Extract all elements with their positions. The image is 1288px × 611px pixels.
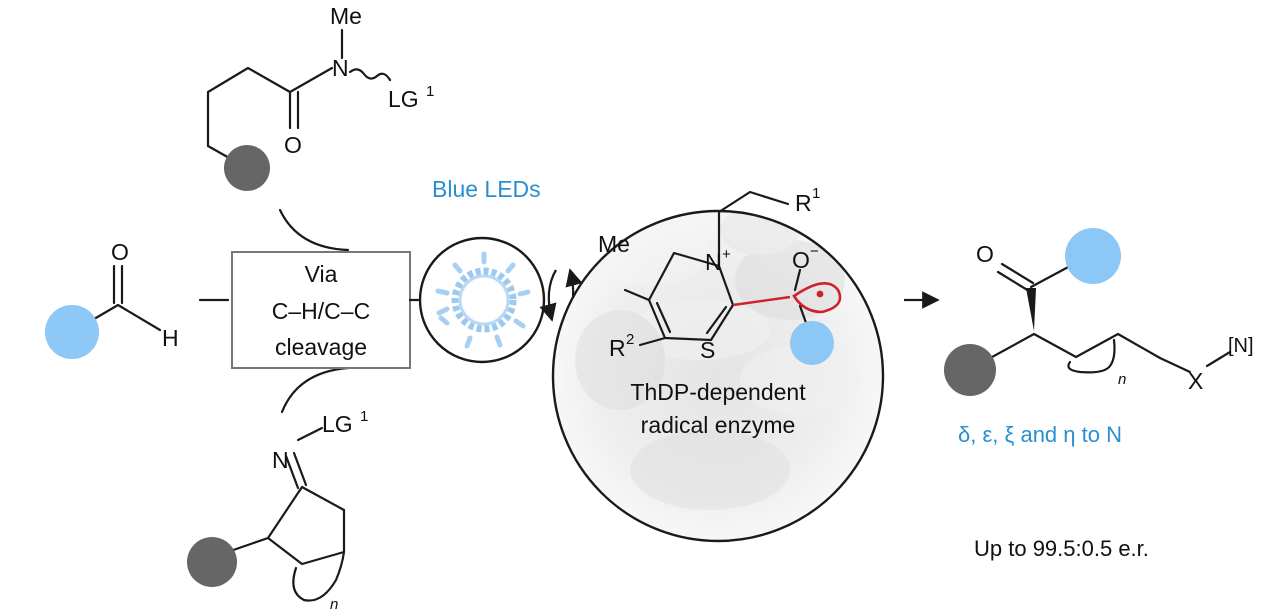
bottom-substrate-oxime: LG 1 N n xyxy=(187,408,368,611)
product-ring-index-label: n xyxy=(1118,371,1126,388)
enzyme-nitrogen-label: N xyxy=(705,249,722,275)
enzyme-cycle: Me N + R 1 R 2 S O − ThDP-dependent radi… xyxy=(551,185,885,543)
aldehyde-blue-circle xyxy=(45,305,99,359)
enzyme-oxygen-label: O xyxy=(792,247,810,273)
bottom-substituent-grey-circle xyxy=(187,537,237,587)
cleavage-line-2: C–H/C–C xyxy=(272,298,370,324)
enzyme-r1-superscript: 1 xyxy=(812,185,820,202)
product-n-group-label: [N] xyxy=(1228,335,1254,357)
enzyme-r2-label: R xyxy=(609,335,626,361)
cleavage-box-frame xyxy=(231,251,411,369)
product-er-label: Up to 99.5:0.5 e.r. xyxy=(974,536,1149,561)
cleavage-line-3: cleavage xyxy=(275,334,367,360)
product-oxygen-label: O xyxy=(976,241,994,267)
enzyme-r1-label: R xyxy=(795,190,812,216)
enzyme-acyl-blue-circle xyxy=(790,321,834,365)
cleavage-box: Via C–H/C–C cleavage xyxy=(231,208,420,414)
enzyme-caption-line-2: radical enzyme xyxy=(641,412,796,438)
top-nitrogen-label: N xyxy=(332,55,349,81)
product-blue-circle xyxy=(1065,228,1121,284)
enzyme-r2-superscript: 2 xyxy=(626,331,634,348)
aldehyde: O H xyxy=(45,239,230,359)
top-substituent-grey-circle xyxy=(224,145,270,191)
product-selectivity-label: δ, ε, ξ and η to N xyxy=(958,422,1122,447)
top-leaving-group-superscript: 1 xyxy=(426,83,434,100)
enzyme-methyl-label: Me xyxy=(598,231,630,257)
enzyme-sulfur-label: S xyxy=(700,337,715,363)
enzyme-circle xyxy=(551,209,885,543)
light-source-label: Blue LEDs xyxy=(432,176,541,202)
aldehyde-oxygen-label: O xyxy=(111,239,129,265)
product-grey-circle xyxy=(944,344,996,396)
enzyme-caption-line-1: ThDP-dependent xyxy=(630,379,806,405)
light-cycle-circle xyxy=(418,236,546,364)
top-carbonyl-oxygen-label: O xyxy=(284,132,302,158)
bottom-ring-index-label: n xyxy=(330,596,338,611)
bottom-leaving-group-label: LG xyxy=(322,411,353,437)
top-methyl-label: Me xyxy=(330,3,362,29)
light-bulb-icon xyxy=(435,251,531,349)
top-substrate-amide: Me N LG 1 O xyxy=(206,3,434,191)
top-leaving-group-label: LG xyxy=(388,86,419,112)
light-cycle: Blue LEDs xyxy=(418,176,583,364)
bottom-nitrogen-label: N xyxy=(272,447,289,473)
aldehyde-hydrogen-label: H xyxy=(162,325,179,351)
bottom-leaving-group-superscript: 1 xyxy=(360,408,368,425)
cleavage-line-1: Via xyxy=(305,261,338,287)
enzyme-oxygen-charge: − xyxy=(810,243,819,260)
enzyme-nitrogen-charge: + xyxy=(722,246,731,263)
product: O n X [N] δ, ε, ξ and η to N Up to 99.5:… xyxy=(944,228,1254,561)
product-x-atom-label: X xyxy=(1188,368,1203,394)
